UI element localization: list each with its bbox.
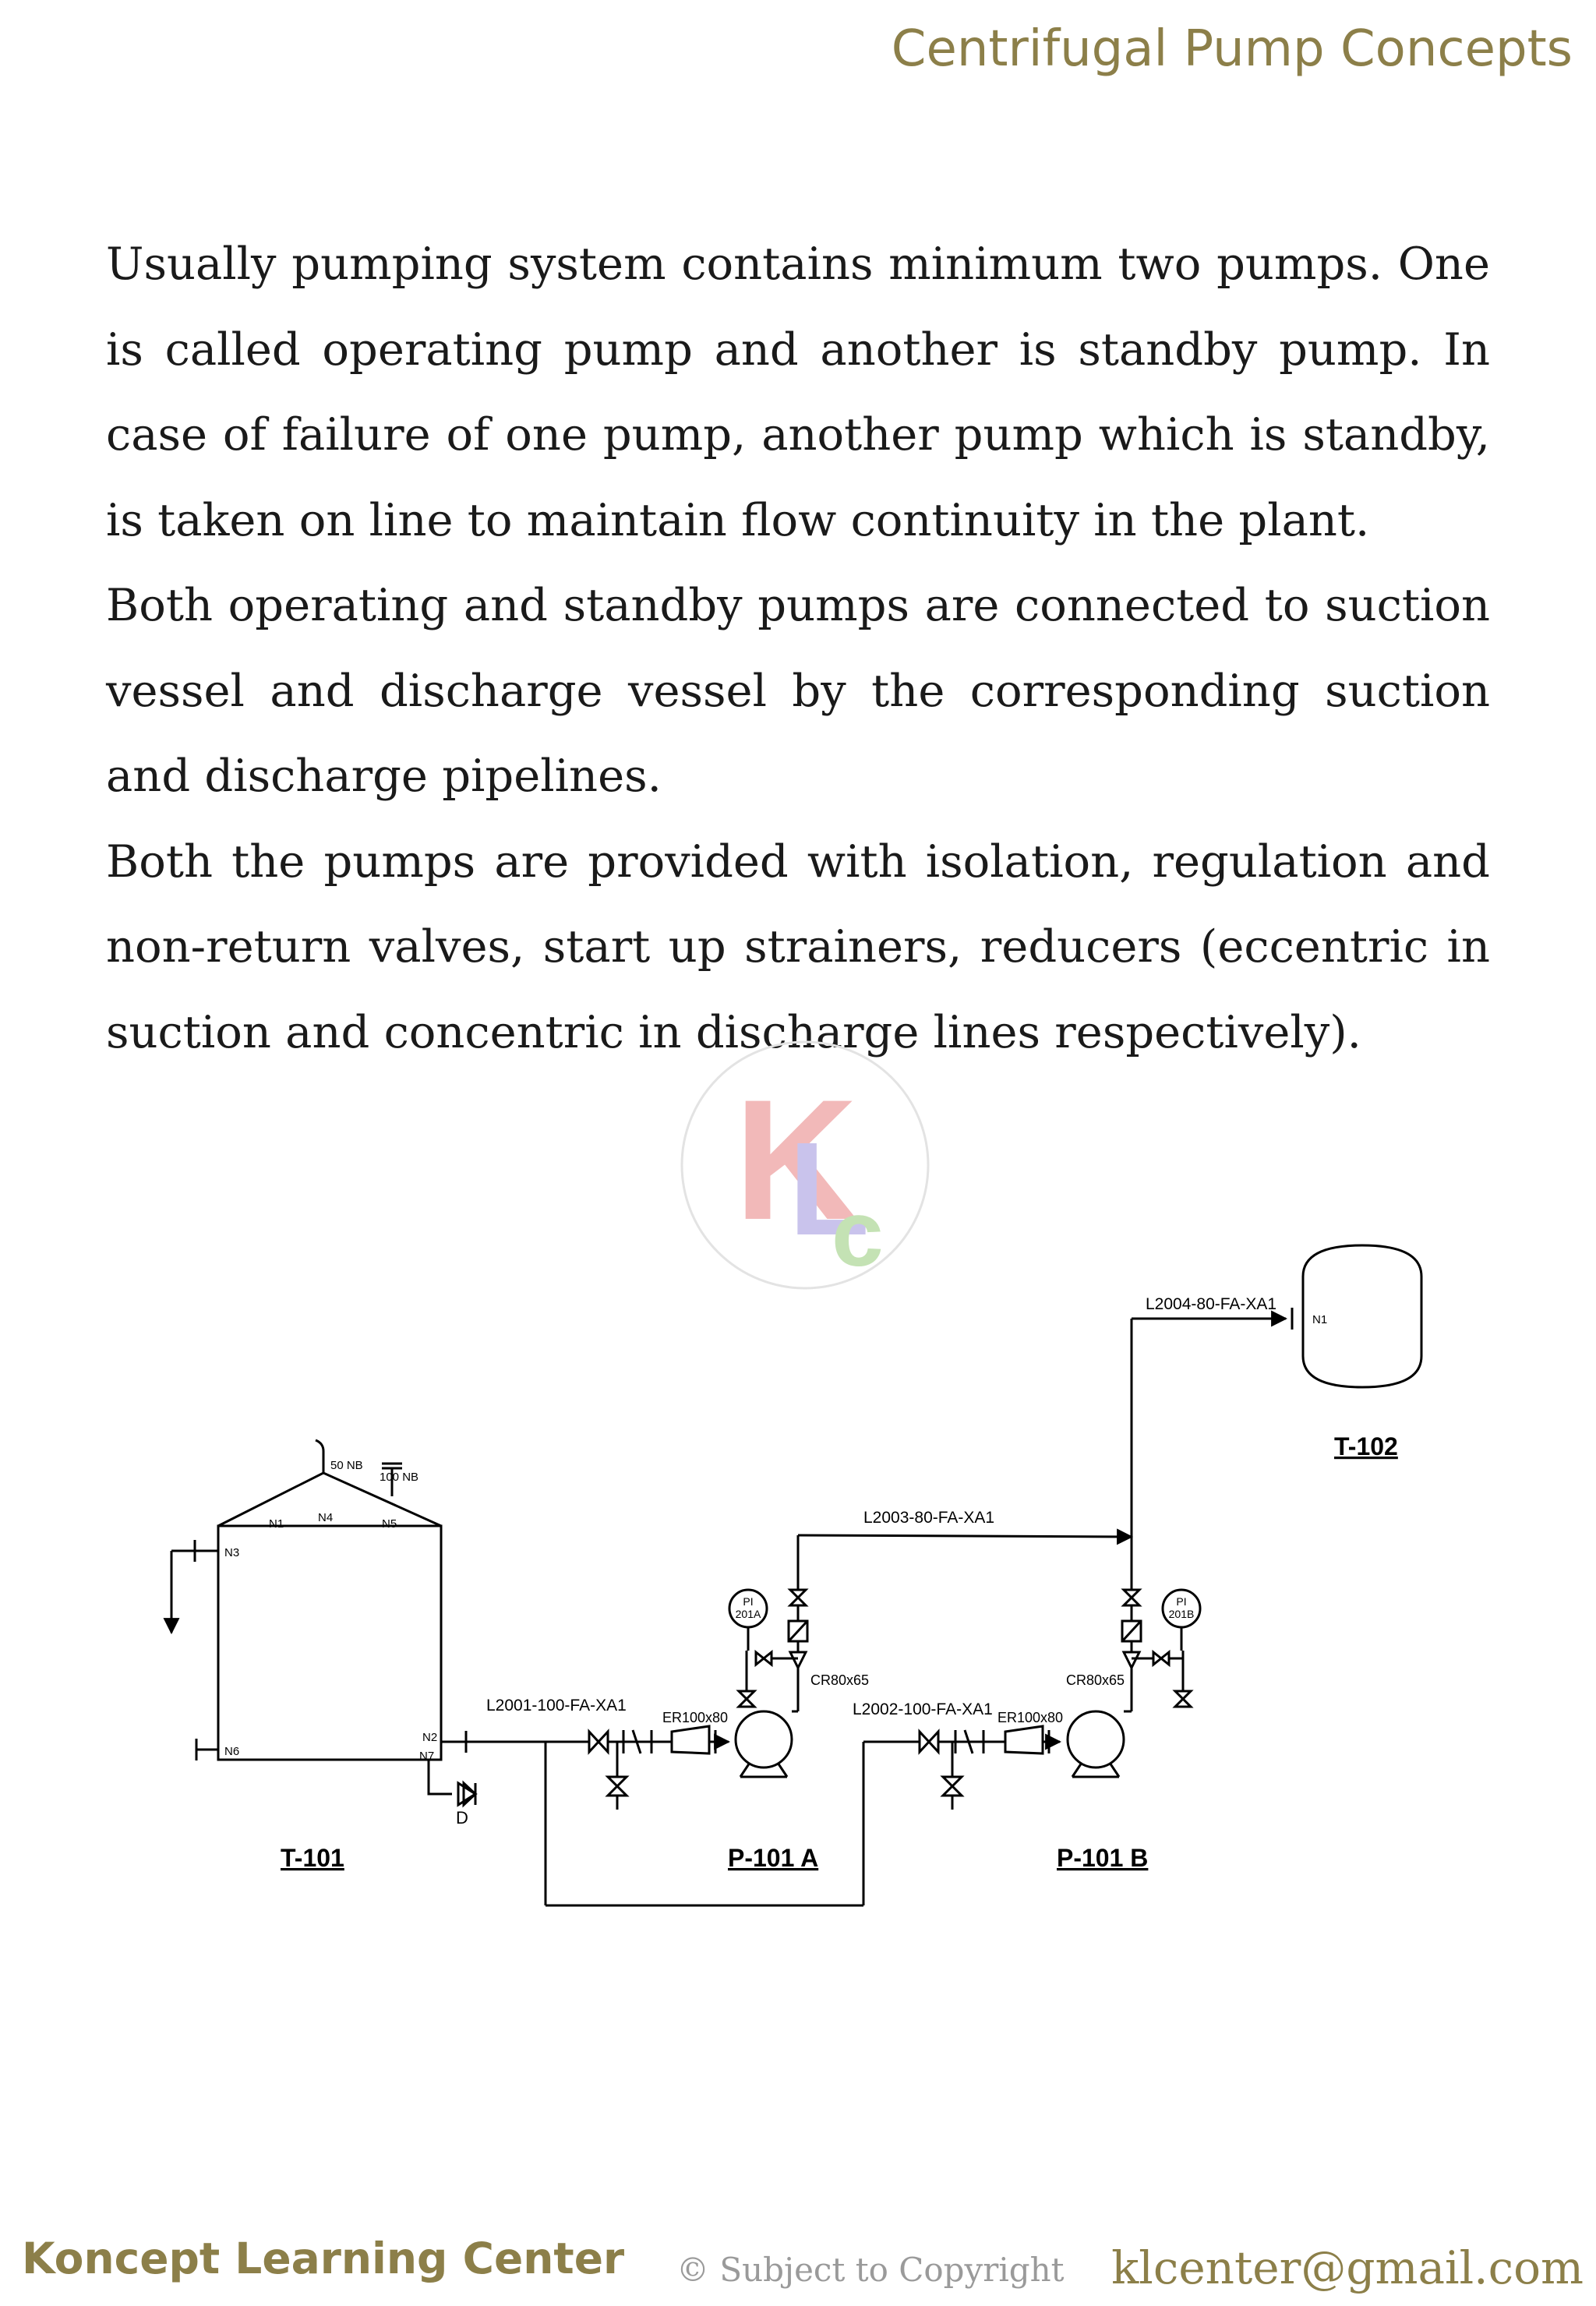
watermark-letter-k: K [734,1064,858,1255]
watermark-letter-l: L [789,1115,870,1263]
watermark-letter-c: c [832,1181,884,1286]
pump-a-label: P-101 A [728,1844,818,1872]
nozzle-n2-label: N2 [422,1731,437,1744]
pump-b-label: P-101 B [1057,1844,1148,1872]
line-l2003-label: L2003-80-FA-XA1 [863,1509,994,1527]
drain-label: D [456,1808,468,1827]
reducer-cr-a-label: CR80x65 [810,1672,869,1688]
pi-b-line1: PI [1176,1595,1186,1608]
paragraph-2: Both operating and standby pumps are con… [106,579,1490,802]
nozzle-n7-label: N7 [419,1750,434,1763]
paragraph-3: Both the pumps are provided with isolati… [106,835,1490,1058]
pi-b-line2: 201B [1169,1608,1195,1620]
nozzle-n6-label: N6 [224,1745,239,1758]
body-text: Usually pumping system contains minimum … [106,221,1490,1075]
nozzle-100nb-label: 100 NB [380,1471,418,1484]
line-l2002-label: L2002-100-FA-XA1 [853,1700,993,1718]
reducer-er-a-label: ER100x80 [662,1710,728,1725]
tank-t102-label: T-102 [1334,1432,1398,1460]
nozzle-n5-label: N5 [382,1517,397,1531]
pi-a-line2: 201A [736,1608,761,1620]
footer-brand: Koncept Learning Center [22,2234,625,2283]
t102-nozzle-n1-label: N1 [1312,1313,1327,1326]
tank-t102 [1301,1244,1423,1389]
page-title: Centrifugal Pump Concepts [891,20,1573,78]
nozzle-n1-label: N1 [269,1517,284,1531]
reducer-er-b-label: ER100x80 [998,1710,1063,1725]
reducer-cr-b-label: CR80x65 [1066,1672,1125,1688]
paragraph-1: Usually pumping system contains minimum … [106,238,1490,546]
pump-system-diagram: T-101 T-102 P-101 A P-101 B L2001-100-FA… [163,1244,1423,1907]
tank-t101 [163,1439,478,1808]
line-l2004-label: L2004-80-FA-XA1 [1146,1295,1276,1313]
line-l2001-label: L2001-100-FA-XA1 [486,1697,627,1714]
tank-t101-label: T-101 [281,1844,344,1872]
pi-a-line1: PI [743,1595,753,1608]
nozzle-50nb-label: 50 NB [330,1459,363,1472]
klc-watermark-logo: K L c [680,1040,930,1290]
footer-copyright: © Subject to Copyright [676,2251,1065,2289]
nozzle-n3-label: N3 [224,1546,239,1559]
nozzle-n4-label: N4 [318,1511,333,1524]
footer-email: klcenter@gmail.com [1111,2241,1584,2294]
